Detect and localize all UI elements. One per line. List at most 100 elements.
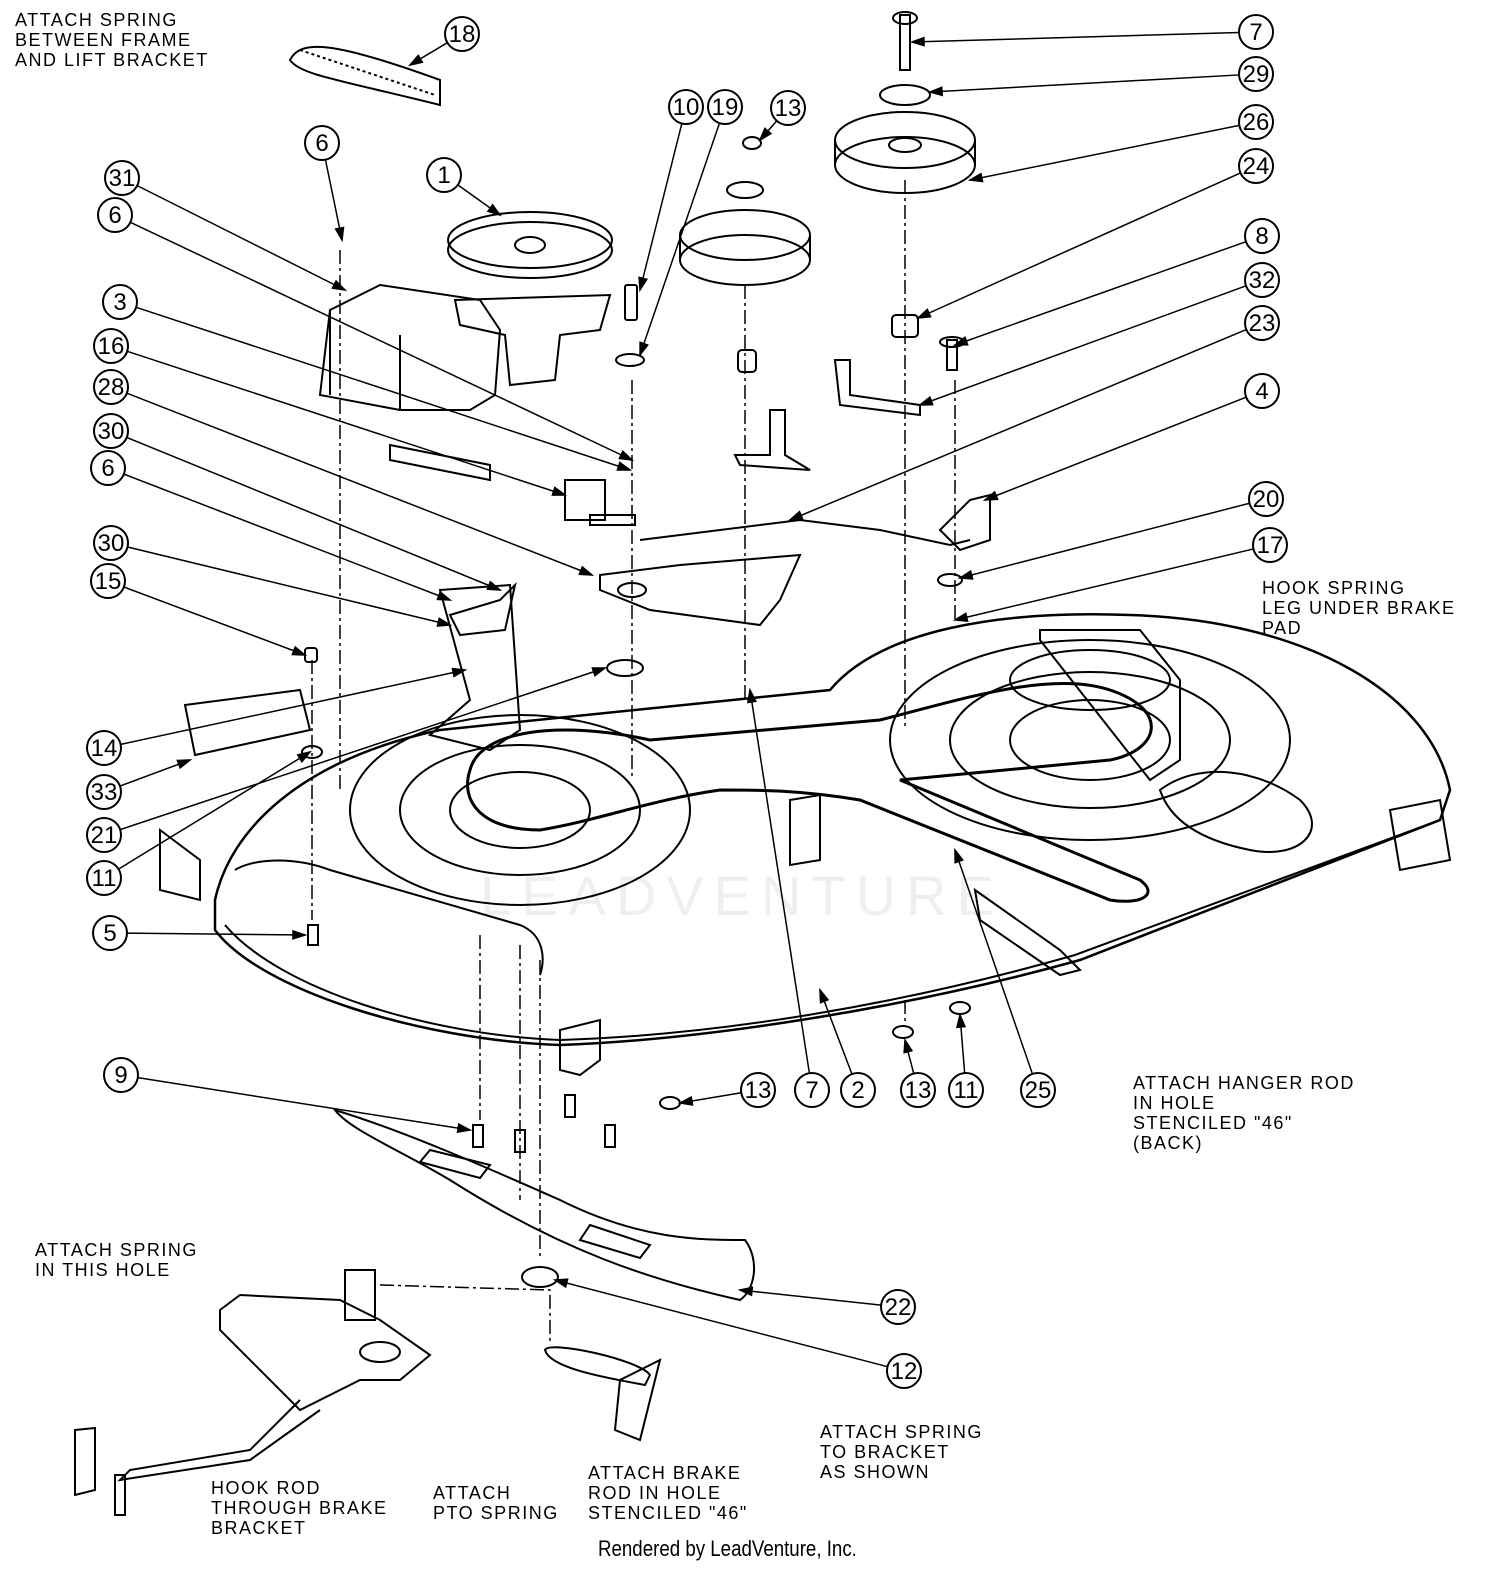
arrowhead: [758, 127, 773, 142]
callout-13: 13: [740, 1072, 776, 1108]
callout-33: 33: [86, 774, 122, 810]
arrowhead: [578, 565, 595, 576]
callout-number: 2: [851, 1077, 864, 1104]
callout-circle: [770, 90, 806, 126]
leader-line: [126, 436, 501, 591]
callout-number: 31: [109, 165, 136, 192]
callout-number: 25: [1025, 1077, 1052, 1104]
callout-circle: [840, 1072, 876, 1108]
leader-line: [120, 669, 466, 746]
callout-circle: [1238, 148, 1274, 184]
callout-12: 12: [886, 1353, 922, 1389]
callout-29: 29: [1238, 56, 1274, 92]
callout-9: 9: [103, 1057, 139, 1093]
arrowhead: [909, 36, 925, 47]
leader-line: [136, 184, 346, 291]
callout-circle: [886, 1353, 922, 1389]
callout-circle: [1238, 56, 1274, 92]
callout-circle: [86, 817, 122, 853]
arrowhead: [176, 759, 193, 770]
leader-line: [969, 124, 1240, 181]
callout-circle: [1244, 262, 1280, 298]
callout-15: 15: [90, 563, 126, 599]
leader-line: [911, 31, 1240, 43]
arrowhead: [787, 510, 804, 521]
callout-circle: [1238, 14, 1274, 50]
leader-line: [137, 1076, 471, 1131]
callout-number: 10: [673, 94, 700, 121]
callout-circle: [948, 1072, 984, 1108]
callout-30: 30: [93, 525, 129, 561]
callout-8: 8: [1244, 218, 1280, 254]
arrowhead: [591, 667, 608, 677]
callout-number: 13: [905, 1077, 932, 1104]
arrowhead: [436, 617, 453, 627]
callout-number: 30: [98, 418, 125, 445]
arrowhead: [957, 569, 974, 580]
arrowhead: [917, 395, 934, 406]
bolts: [472, 1001, 971, 1153]
callout-7: 7: [1238, 14, 1274, 50]
arrowhead: [486, 203, 502, 217]
arrowhead: [638, 276, 648, 293]
leader-line: [135, 306, 631, 471]
callout-25: 25: [1020, 1072, 1056, 1108]
callout-16: 16: [93, 328, 129, 364]
callout-number: 6: [101, 455, 114, 482]
callout-circle: [90, 563, 126, 599]
callout-circle: [304, 125, 340, 161]
callout-19: 19: [707, 89, 743, 125]
leader-lines: [118, 31, 1254, 1368]
callout-number: 6: [315, 130, 328, 157]
callout-circle: [1020, 1072, 1056, 1108]
callout-1: 1: [426, 157, 462, 193]
callout-number: 9: [114, 1062, 127, 1089]
spring-18: [288, 45, 441, 107]
arrowhead: [952, 335, 969, 346]
callout-circle: [1238, 104, 1274, 140]
callout-number: 23: [1249, 310, 1276, 337]
callout-11: 11: [948, 1072, 984, 1108]
leader-line: [554, 1279, 888, 1368]
callout-number: 33: [91, 779, 118, 806]
leader-line: [954, 548, 1254, 621]
leader-line: [954, 240, 1247, 346]
spindle-1: [447, 211, 613, 387]
brake-assembly: [74, 1269, 662, 1516]
arrowhead: [819, 987, 830, 1004]
callout-circle: [707, 89, 743, 125]
leader-line: [324, 159, 343, 241]
footer-credit: Rendered by LeadVenture, Inc.: [598, 1536, 857, 1561]
callout-circle: [1244, 373, 1280, 409]
callout-number: 28: [98, 374, 125, 401]
arrowhead: [927, 86, 944, 97]
arrowhead: [967, 172, 984, 183]
callout-number: 32: [1249, 267, 1276, 294]
callout-4: 4: [1244, 373, 1280, 409]
callout-number: 3: [113, 289, 126, 316]
callout-circle: [86, 860, 122, 896]
callout-number: 22: [885, 1294, 912, 1321]
callout-20: 20: [1248, 481, 1284, 517]
idler-pulley-26: [834, 11, 976, 194]
watermark: LEADVENTURE: [480, 864, 1004, 927]
leader-line: [123, 473, 451, 601]
callout-number: 26: [1243, 109, 1270, 136]
leader-line: [917, 172, 1241, 319]
callout-7: 7: [794, 1072, 830, 1108]
callout-circle: [444, 16, 480, 52]
arrowhead: [552, 1278, 569, 1289]
callout-number: 29: [1243, 61, 1270, 88]
callout-circle: [900, 1072, 936, 1108]
callout-10: 10: [668, 89, 704, 125]
leader-line: [123, 586, 306, 656]
callout-circle: [794, 1072, 830, 1108]
callout-circle: [102, 284, 138, 320]
brackets-and-hardware: [183, 284, 991, 946]
callout-number: 21: [91, 822, 118, 849]
callout-number: 14: [91, 735, 118, 762]
callout-13: 13: [900, 1072, 936, 1108]
